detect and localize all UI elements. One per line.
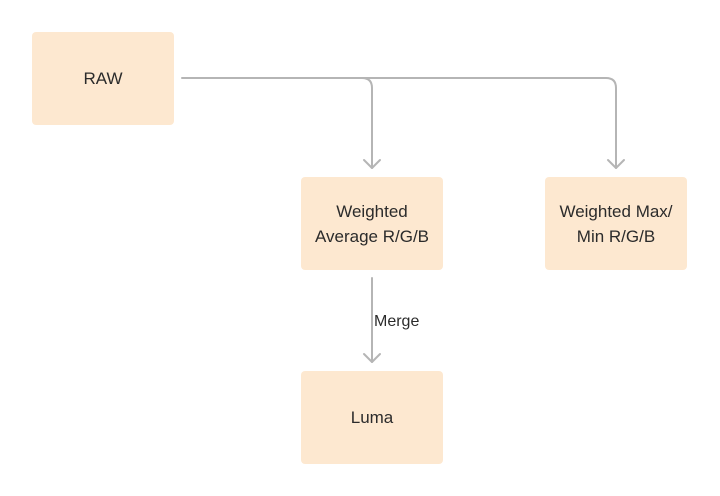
edge-label-merge: Merge — [374, 313, 420, 330]
arrowhead-weighted-average — [363, 159, 381, 169]
node-weighted-average-label: Weighted Average R/G/B — [314, 201, 430, 246]
node-weighted-maxmin-label: Weighted Max/ Min R/G/B — [559, 201, 673, 246]
node-weighted-maxmin: Weighted Max/ Min R/G/B — [545, 177, 687, 270]
connector-raw-to-weighted-maxmin — [361, 77, 617, 169]
node-raw-label: RAW — [83, 69, 123, 88]
arrowhead-luma — [363, 353, 381, 363]
node-luma: Luma — [301, 371, 443, 464]
arrowhead-weighted-maxmin — [607, 159, 625, 169]
connector-raw-to-weighted-average — [181, 77, 373, 169]
node-raw: RAW — [32, 32, 174, 125]
node-luma-label: Luma — [350, 408, 394, 427]
node-weighted-average: Weighted Average R/G/B — [301, 177, 443, 270]
